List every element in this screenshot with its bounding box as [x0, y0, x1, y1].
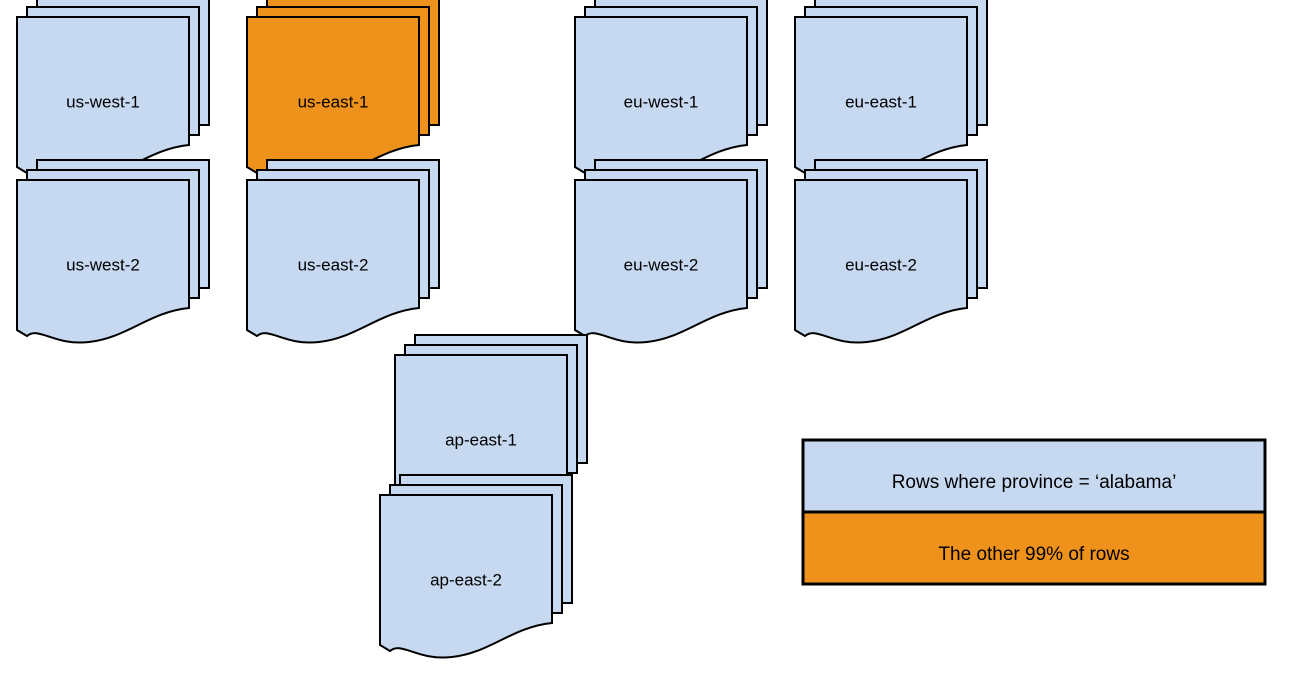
legend-row-legend-blue[interactable]: Rows where province = ‘alabama’ — [801, 438, 1267, 514]
stack-front-sheet — [379, 494, 553, 659]
stack-label-eu-west-1: eu-west-1 — [624, 92, 699, 111]
stack-label-ap-east-2: ap-east-2 — [430, 570, 502, 589]
legend-layer: Rows where province = ‘alabama’ The other… — [801, 438, 1267, 586]
stack-label-us-west-2: us-west-2 — [66, 255, 140, 274]
document-stack-ap-east-2[interactable]: ap-east-2 — [379, 474, 573, 659]
document-stack-eu-east-2[interactable]: eu-east-2 — [794, 159, 988, 344]
document-stack-eu-west-2[interactable]: eu-west-2 — [574, 159, 768, 344]
stack-label-eu-west-2: eu-west-2 — [624, 255, 699, 274]
stack-label-eu-east-2: eu-east-2 — [845, 255, 917, 274]
stack-label-ap-east-1: ap-east-1 — [445, 430, 517, 449]
stack-label-eu-east-1: eu-east-1 — [845, 92, 917, 111]
stack-front-sheet — [574, 179, 748, 344]
stack-front-sheet — [246, 179, 420, 344]
stack-label-us-west-1: us-west-1 — [66, 92, 140, 111]
legend-swatch — [801, 438, 1267, 514]
document-stack-us-east-2[interactable]: us-east-2 — [246, 159, 440, 344]
legend-swatch — [801, 510, 1267, 586]
stack-front-sheet — [794, 179, 968, 344]
stack-label-us-east-2: us-east-2 — [298, 255, 369, 274]
legend-label: Rows where province = ‘alabama’ — [892, 472, 1177, 493]
stacks-layer: us-west-1 us-east-1 eu-west-1 eu-east-1 us-w… — [16, 0, 988, 659]
document-stack-eu-east-1[interactable]: eu-east-1 — [794, 0, 988, 181]
legend-label: The other 99% of rows — [938, 544, 1129, 565]
document-stack-us-east-1[interactable]: us-east-1 — [246, 0, 440, 181]
legend-row-legend-orange[interactable]: The other 99% of rows — [801, 510, 1267, 586]
document-stack-eu-west-1[interactable]: eu-west-1 — [574, 0, 768, 181]
document-stack-us-west-2[interactable]: us-west-2 — [16, 159, 210, 344]
stack-label-us-east-1: us-east-1 — [298, 92, 369, 111]
document-stack-us-west-1[interactable]: us-west-1 — [16, 0, 210, 181]
stack-front-sheet — [16, 179, 190, 344]
